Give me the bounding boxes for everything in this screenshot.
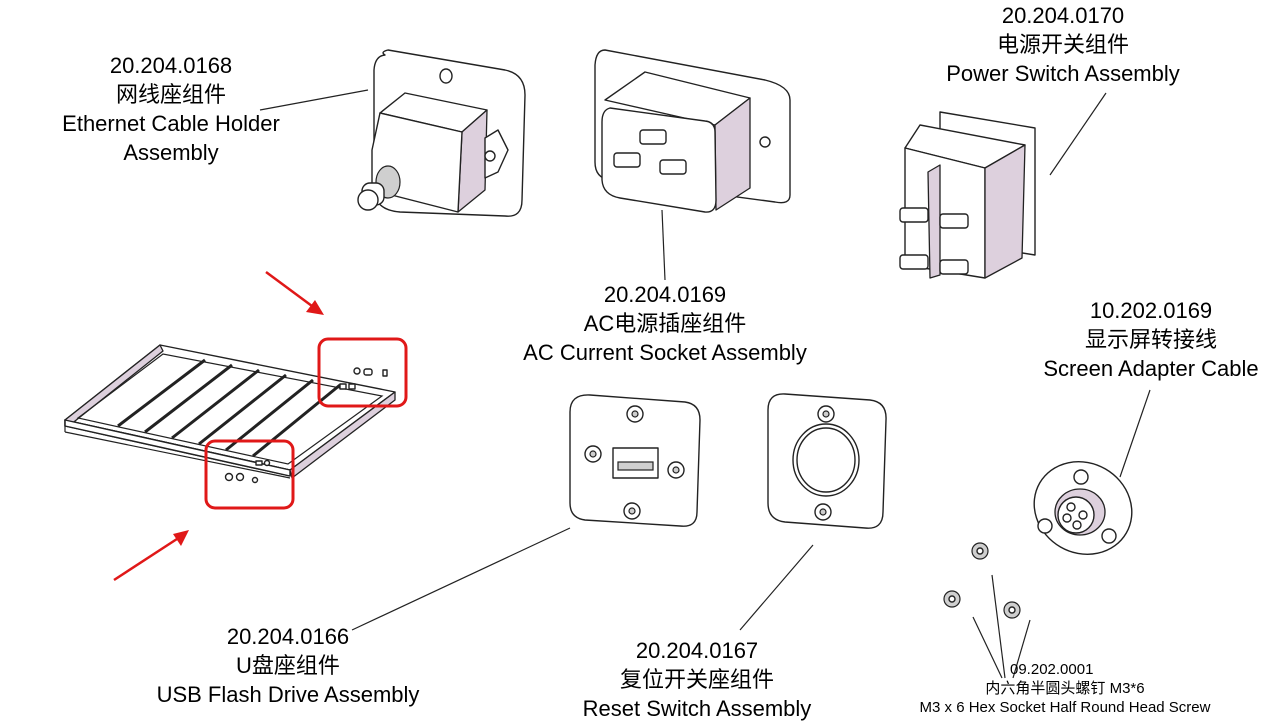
part-code: 20.204.0170 (1001, 3, 1125, 28)
part-name-cn: AC电源插座组件 (583, 311, 747, 336)
label-usb: 20.204.0166 U盘座组件 USB Flash Drive Assemb… (140, 622, 436, 709)
part-name-en: AC Current Socket Assembly (523, 340, 807, 365)
ethernet-holder-drawing (357, 49, 526, 217)
part-name-cn: 复位开关座组件 (619, 667, 774, 692)
part-code: 10.202.0169 (1089, 298, 1213, 323)
screws-drawing (943, 542, 1021, 619)
port-cutouts (224, 367, 388, 484)
part-name-en: Power Switch Assembly (946, 61, 1180, 86)
chassis-frame (64, 344, 396, 484)
label-ethernet: 20.204.0168 网线座组件 Ethernet Cable Holder … (50, 51, 292, 167)
part-name-cn: 内六角半圆头螺钉 M3*6 (985, 680, 1145, 697)
leader-lines (259, 89, 1151, 679)
arrow-rear-ports-icon (265, 270, 324, 315)
highlight-box-front-ports (204, 439, 295, 510)
label-screw: 09.202.0001 内六角半圆头螺钉 M3*6 M3 x 6 Hex Soc… (900, 660, 1230, 717)
part-code: 09.202.0001 (1010, 661, 1094, 678)
part-code: 20.204.0167 (635, 638, 759, 663)
part-name-en: Screen Adapter Cable (1043, 356, 1259, 381)
screen-connector-drawing (1033, 460, 1133, 556)
label-screen-cable: 10.202.0169 显示屏转接线 Screen Adapter Cable (1030, 296, 1272, 383)
part-name-cn: 网线座组件 (115, 82, 226, 107)
part-name-en: M3 x 6 Hex Socket Half Round Head Screw (919, 699, 1211, 716)
label-ac-socket: 20.204.0169 AC电源插座组件 AC Current Socket A… (505, 280, 825, 367)
part-name-en-2: Assembly (123, 140, 219, 165)
part-name-cn: 显示屏转接线 (1084, 327, 1217, 352)
part-code: 20.204.0169 (603, 282, 727, 307)
power-switch-drawing (899, 111, 1036, 279)
arrow-front-ports-icon (113, 530, 189, 582)
part-name-cn: U盘座组件 (236, 653, 340, 678)
part-name-en: Ethernet Cable Holder (62, 111, 280, 136)
part-code: 20.204.0166 (226, 624, 350, 649)
part-name-en: Reset Switch Assembly (582, 696, 812, 721)
usb-plate-drawing (569, 394, 701, 527)
highlight-box-rear-ports (317, 337, 408, 408)
label-reset-switch: 20.204.0167 复位开关座组件 Reset Switch Assembl… (567, 636, 827, 723)
reset-plate-drawing (767, 393, 887, 529)
ac-socket-drawing (594, 49, 791, 213)
part-code: 20.204.0168 (109, 53, 233, 78)
frame-slats (117, 358, 341, 458)
label-power-switch: 20.204.0170 电源开关组件 Power Switch Assembly (930, 1, 1196, 88)
part-name-en: USB Flash Drive Assembly (156, 682, 420, 707)
part-name-cn: 电源开关组件 (996, 32, 1129, 57)
